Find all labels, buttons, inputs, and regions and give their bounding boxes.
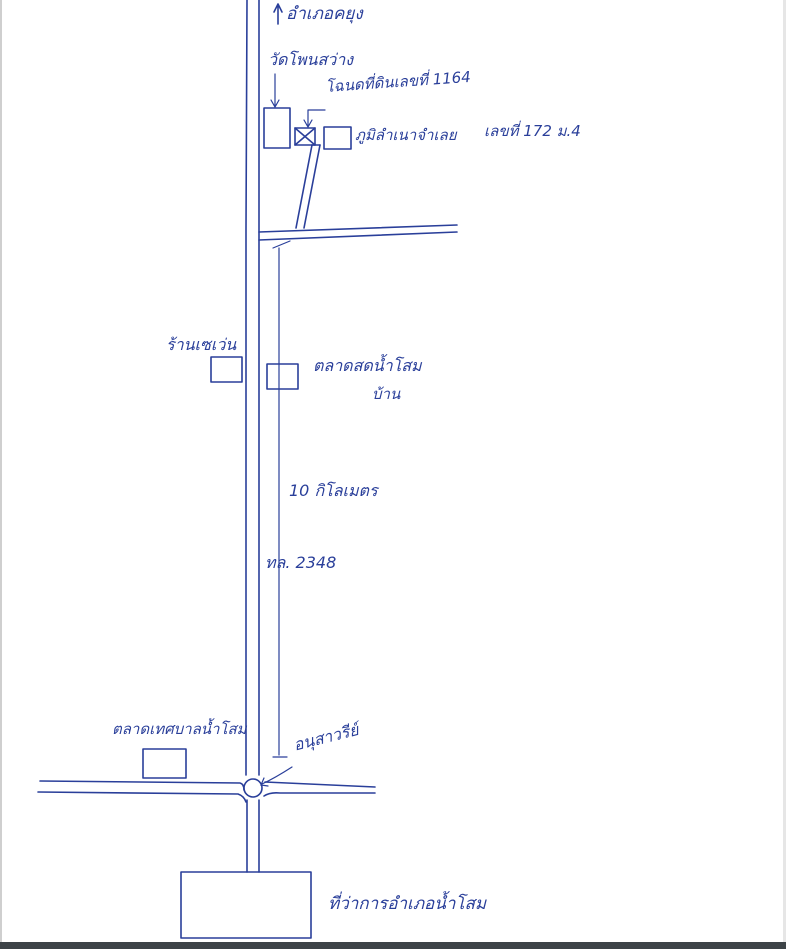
market-suffix-label: บ้าน [372, 385, 401, 403]
distance-label: 10 กิโลเมตร [289, 481, 378, 500]
north-arrow-icon [273, 3, 283, 25]
land-plot-pointer-arrow [303, 109, 326, 129]
temple-building [263, 107, 291, 149]
upper-side-road [258, 224, 458, 241]
paper-right-edge [783, 0, 786, 942]
cross-road [37, 780, 376, 803]
district-office-building [180, 871, 312, 939]
lower-market-label: ตลาดเทศบาลน้ำโสม [112, 720, 247, 738]
district-office-label: ที่ว่าการอำเภอน้ำโสม [328, 894, 487, 914]
footer-bar [0, 942, 786, 949]
temple-label: วัดโพนสว่าง [268, 50, 353, 69]
roadside-shop-label: ร้านเซเว่น [166, 335, 237, 354]
lower-market-building [142, 748, 187, 779]
house-number-label: เลขที่ 172 ม.4 [484, 122, 581, 140]
subject-house-label: ภูมิลำเนาจำเลย [355, 126, 457, 144]
north-direction-label: อำเภอคยุง [286, 4, 363, 24]
main-road [245, 0, 260, 873]
distance-dimension-line [272, 240, 291, 758]
roundabout-circle [243, 778, 263, 798]
driveway [295, 144, 321, 229]
land-plot-marker [294, 127, 316, 146]
municipal-market-label: ตลาดสดน้ำโสม [313, 356, 422, 375]
highway-label: ทล. 2348 [265, 553, 337, 572]
municipal-market-building [266, 363, 299, 390]
subject-house-building [323, 126, 352, 150]
roadside-shop-building [210, 356, 243, 383]
paper-left-edge [0, 0, 2, 942]
temple-pointer-arrow [270, 73, 280, 109]
monument-pointer-arrow [260, 766, 293, 787]
